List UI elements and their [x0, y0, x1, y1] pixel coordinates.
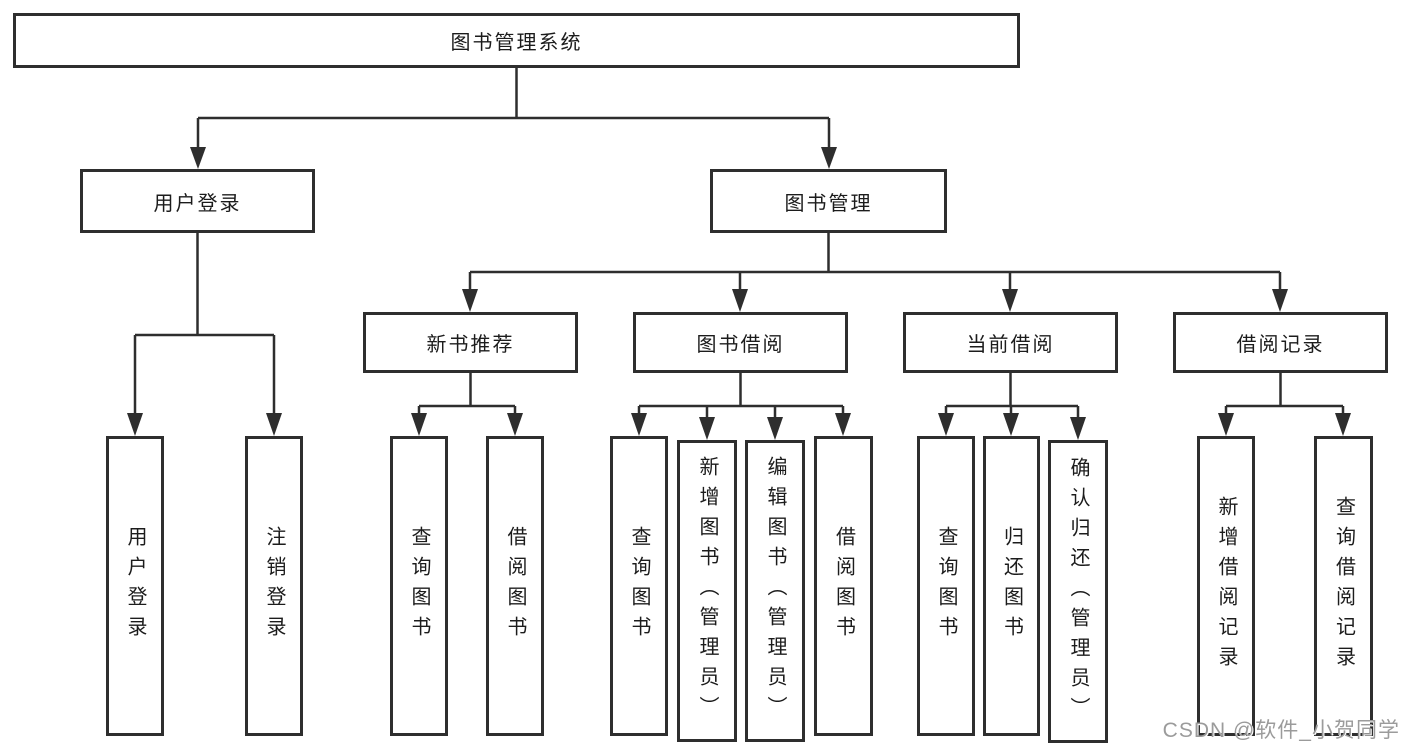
edge-currentborrow-to-leaves	[938, 373, 1086, 440]
csdn-watermark: CSDN @软件_小贺同学	[1162, 719, 1400, 742]
node-library-system: 图书管理系统	[13, 13, 1020, 68]
arrow-down-icon	[821, 147, 837, 169]
node-user-login-group: 用户登录	[80, 169, 315, 233]
node-leaf-user-login: 用户登录	[106, 436, 164, 736]
arrow-down-icon	[1070, 417, 1086, 440]
node-leaf-logout: 注销登录	[245, 436, 303, 736]
arrow-down-icon	[1002, 289, 1018, 312]
node-leaf-add-books-admin: 新增图书（管理员）	[677, 440, 737, 742]
node-leaf-borrow-books-1: 借阅图书	[486, 436, 544, 736]
edge-userlogin-to-leaves	[127, 233, 282, 436]
node-book-borrowing: 图书借阅	[633, 312, 848, 373]
edge-bookmgmt-to-level3	[462, 233, 1288, 312]
node-leaf-query-books-3: 查询图书	[917, 436, 975, 736]
arrow-down-icon	[732, 289, 748, 312]
arrow-down-icon	[190, 147, 206, 169]
arrow-down-icon	[507, 413, 523, 436]
edge-root-to-level2	[190, 68, 837, 169]
node-leaf-add-borrow-record: 新增借阅记录	[1197, 436, 1255, 736]
arrow-down-icon	[411, 413, 427, 436]
arrow-down-icon	[462, 289, 478, 312]
node-book-management-group: 图书管理	[710, 169, 947, 233]
node-leaf-query-borrow-record: 查询借阅记录	[1314, 436, 1373, 736]
arrow-down-icon	[699, 417, 715, 440]
arrow-down-icon	[1335, 413, 1351, 436]
arrow-down-icon	[835, 413, 851, 436]
edge-bookborrow-to-leaves	[631, 373, 851, 440]
node-leaf-edit-books-admin: 编辑图书（管理员）	[745, 440, 805, 742]
node-current-borrowing: 当前借阅	[903, 312, 1118, 373]
arrow-down-icon	[767, 417, 783, 440]
arrow-down-icon	[1003, 413, 1019, 436]
node-borrow-records: 借阅记录	[1173, 312, 1388, 373]
arrow-down-icon	[266, 413, 282, 436]
arrow-down-icon	[1272, 289, 1288, 312]
node-leaf-query-books-1: 查询图书	[390, 436, 448, 736]
node-leaf-borrow-books-2: 借阅图书	[814, 436, 873, 736]
arrow-down-icon	[1218, 413, 1234, 436]
arrow-down-icon	[631, 413, 647, 436]
edge-newbook-to-leaves	[411, 373, 523, 436]
node-leaf-confirm-return-admin: 确认归还（管理员）	[1048, 440, 1108, 743]
edge-borrowrecord-to-leaves	[1218, 373, 1351, 436]
arrow-down-icon	[127, 413, 143, 436]
arrow-down-icon	[938, 413, 954, 436]
node-leaf-return-books: 归还图书	[983, 436, 1040, 736]
node-leaf-query-books-2: 查询图书	[610, 436, 668, 736]
node-new-book-recommend: 新书推荐	[363, 312, 578, 373]
